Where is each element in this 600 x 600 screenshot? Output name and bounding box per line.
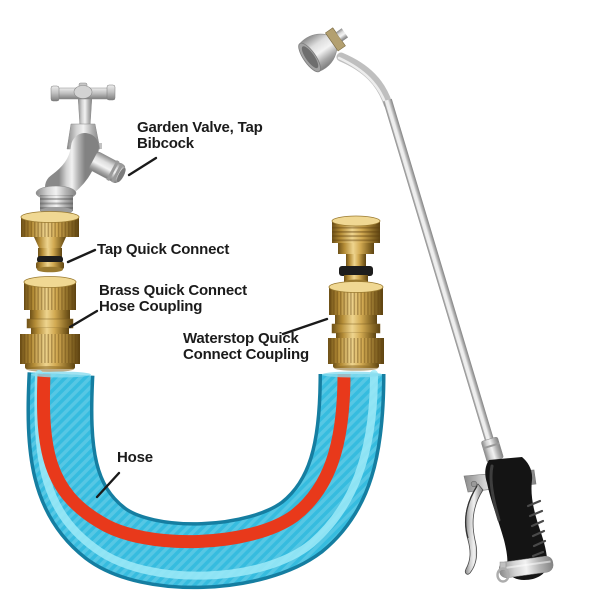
label-garden-valve: Garden Valve, Tap Bibcock bbox=[137, 120, 263, 151]
label-brass-coupling: Brass Quick Connect Hose Coupling bbox=[99, 283, 247, 314]
pointer-lines bbox=[66, 156, 329, 499]
label-tap-quick-connect: Tap Quick Connect bbox=[97, 242, 229, 258]
grip-texture bbox=[526, 499, 547, 558]
wand-bend-tube bbox=[336, 52, 393, 109]
garden-tap-image bbox=[35, 82, 126, 215]
hose-image bbox=[26, 370, 386, 590]
waterstop-adapter-image bbox=[331, 215, 381, 285]
pointer-garden-valve bbox=[127, 156, 158, 177]
clip-mount bbox=[499, 561, 507, 571]
label-garden-valve-line2: Bibcock bbox=[137, 134, 194, 152]
label-hose: Hose bbox=[117, 450, 153, 466]
wand-shaft bbox=[383, 98, 504, 467]
pointer-tap-quick-connect bbox=[66, 248, 97, 264]
pointer-waterstop-coupling bbox=[281, 317, 329, 336]
handle-end-cap bbox=[498, 555, 554, 579]
wand-handle bbox=[485, 457, 548, 580]
label-garden-valve-line1: Garden Valve, Tap bbox=[137, 119, 263, 136]
label-brass-coupling-line2: Hose Coupling bbox=[99, 297, 203, 315]
pointer-hose bbox=[95, 471, 121, 499]
label-waterstop-coupling: Waterstop Quick Connect Coupling bbox=[183, 331, 309, 362]
spray-wand-image bbox=[298, 27, 554, 583]
waterstop-coupling-image bbox=[328, 281, 384, 371]
hanging-clip bbox=[496, 567, 510, 583]
wand-trigger bbox=[464, 483, 484, 575]
label-waterstop-coupling-line1: Waterstop Quick bbox=[183, 330, 299, 347]
pointer-brass-coupling bbox=[68, 309, 99, 329]
label-hose-line1: Hose bbox=[117, 449, 153, 466]
brass-hose-coupling-image bbox=[20, 276, 80, 372]
label-tap-quick-connect-line1: Tap Quick Connect bbox=[97, 241, 230, 258]
label-waterstop-coupling-line2: Connect Coupling bbox=[183, 345, 309, 363]
wand-nozzle bbox=[298, 27, 348, 73]
tap-quick-connect-image bbox=[20, 211, 80, 273]
label-brass-coupling-line1: Brass Quick Connect bbox=[99, 282, 247, 299]
